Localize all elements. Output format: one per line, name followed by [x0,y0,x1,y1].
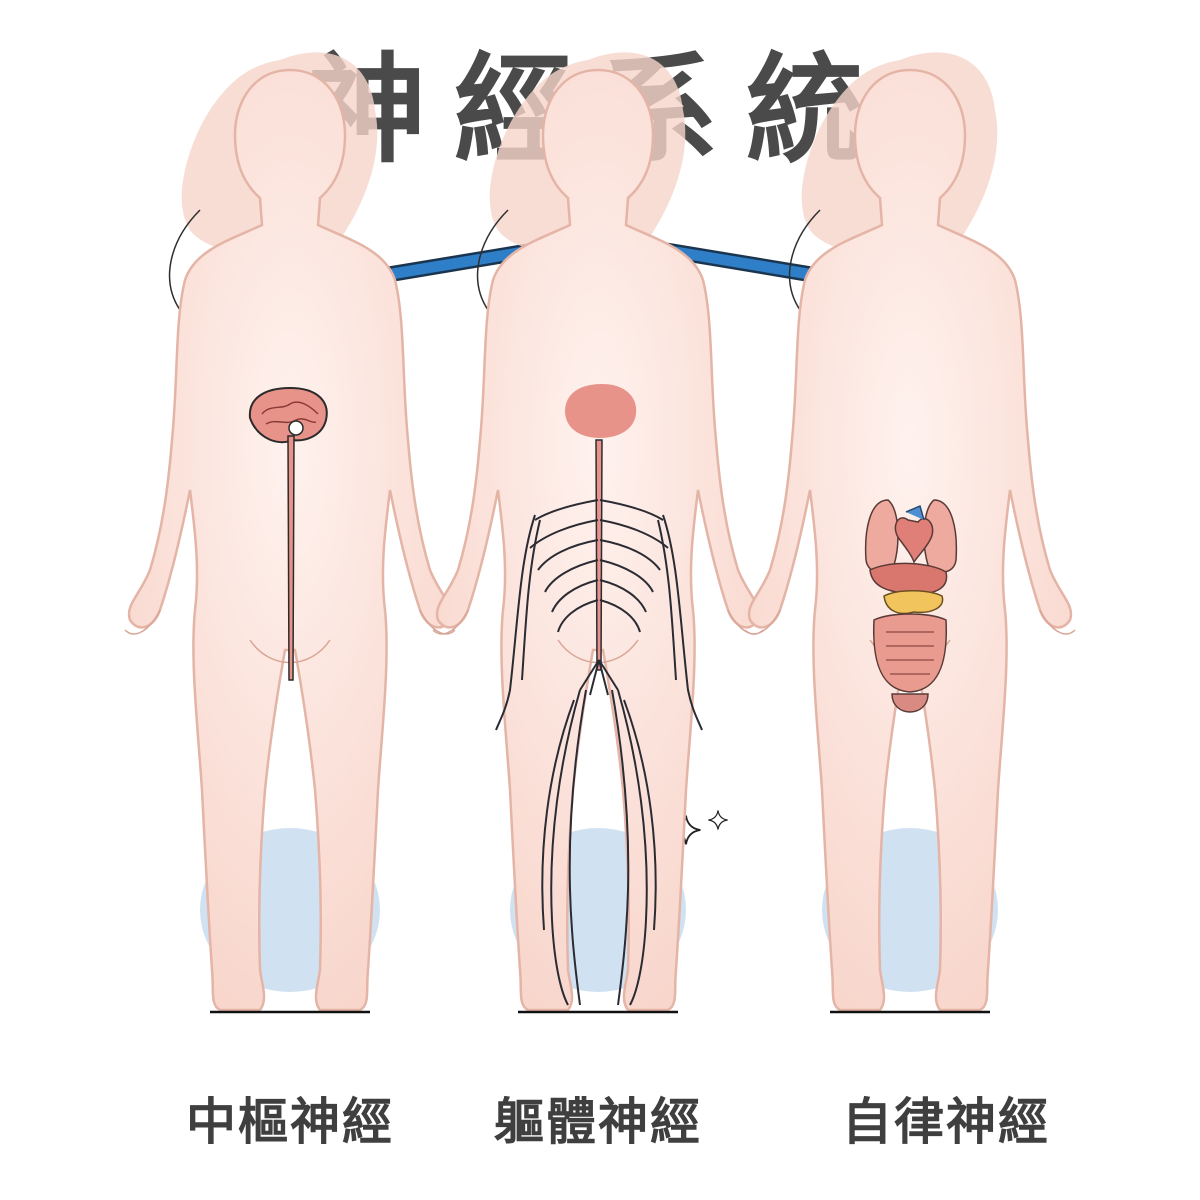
sparkle-icon [707,809,729,831]
label-autonomic-nervous: 自律神經 [842,1093,1050,1151]
label-somatic-nervous: 軀體神經 [494,1093,702,1151]
label-central-nervous: 中樞神經 [186,1093,394,1151]
figure-somatic-nervous-system [431,51,765,1014]
figure-autonomic-nervous-system [743,51,1077,1014]
figure-central-nervous-system [123,51,457,1014]
